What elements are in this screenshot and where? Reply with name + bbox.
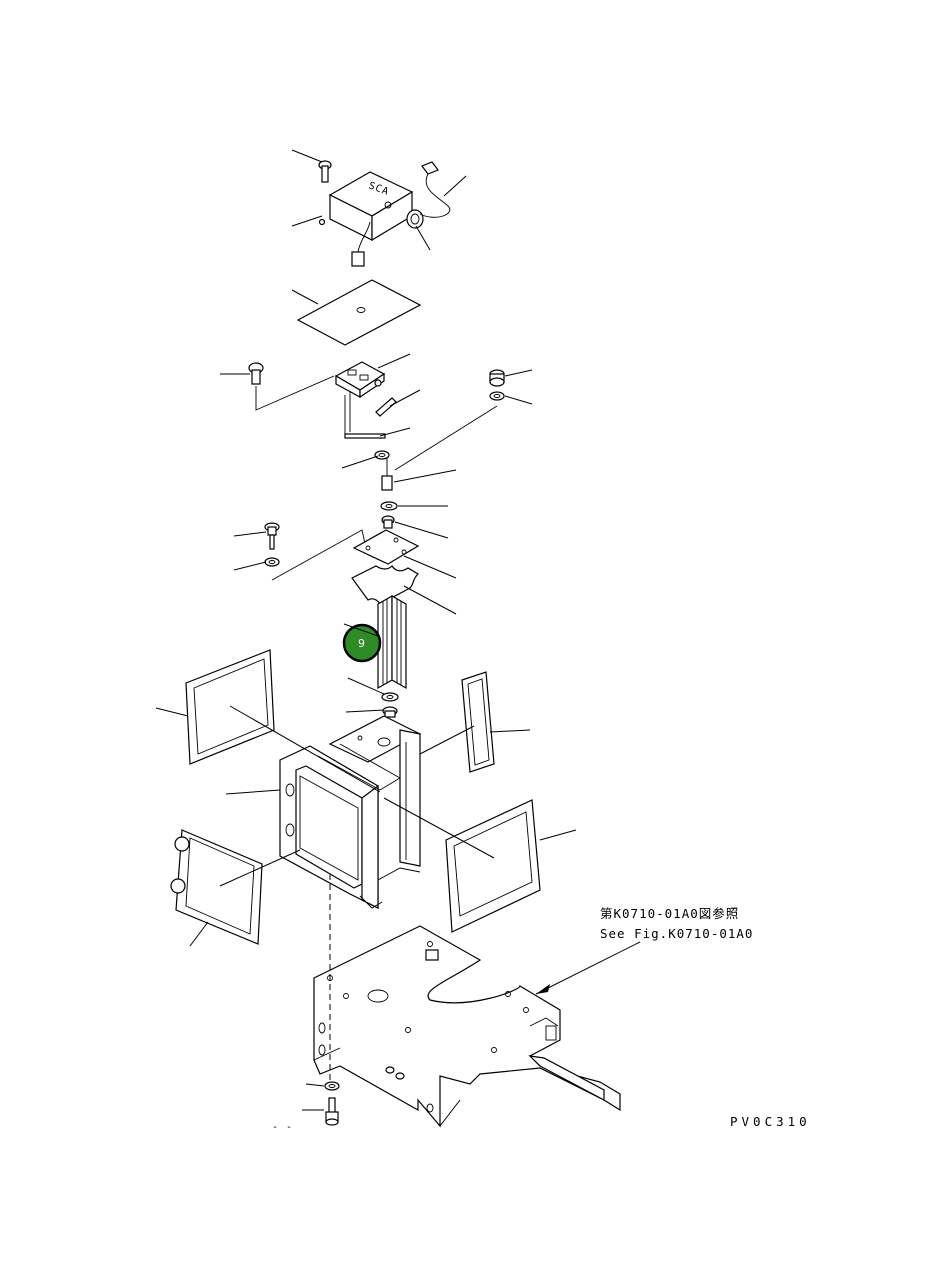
callout-badge-number: 9	[358, 637, 365, 650]
reference-note-jp: 第K0710-01A0図参照	[600, 906, 739, 921]
connector-top	[419, 161, 451, 218]
grommet	[406, 209, 424, 229]
filter-frame-left	[170, 829, 263, 945]
gasket-left-upper	[185, 649, 275, 765]
nut-right	[489, 369, 505, 387]
controller-box: SCA	[328, 171, 414, 242]
wavy-gasket	[351, 565, 419, 605]
connector-bottom	[351, 221, 371, 267]
washer-bottom	[324, 1081, 340, 1091]
washer-stack	[380, 501, 398, 529]
relay-block	[334, 361, 386, 399]
screw-top	[318, 160, 332, 183]
gasket-right-slim	[461, 671, 495, 773]
washer-right	[489, 391, 505, 401]
mounting-plate	[352, 529, 420, 565]
filter-right-large	[445, 799, 541, 933]
washers-lower	[381, 692, 399, 718]
leader-lines	[155, 149, 641, 1127]
washer-small	[318, 218, 326, 226]
washer-mid	[374, 450, 390, 460]
washer-left	[264, 557, 280, 567]
drawing-code: PV0C310	[730, 1114, 811, 1129]
stray-mark: - -	[272, 1122, 293, 1133]
fin-element	[377, 594, 407, 690]
screw-left	[248, 362, 264, 385]
bolt-left	[264, 522, 280, 550]
reference-note-en: See Fig.K0710-01A0	[600, 926, 753, 941]
bracket-pin	[381, 458, 393, 491]
main-housing	[279, 715, 422, 909]
base-bracket	[313, 925, 621, 1128]
bolt-bottom	[325, 1097, 339, 1126]
pin-tool	[344, 392, 397, 439]
